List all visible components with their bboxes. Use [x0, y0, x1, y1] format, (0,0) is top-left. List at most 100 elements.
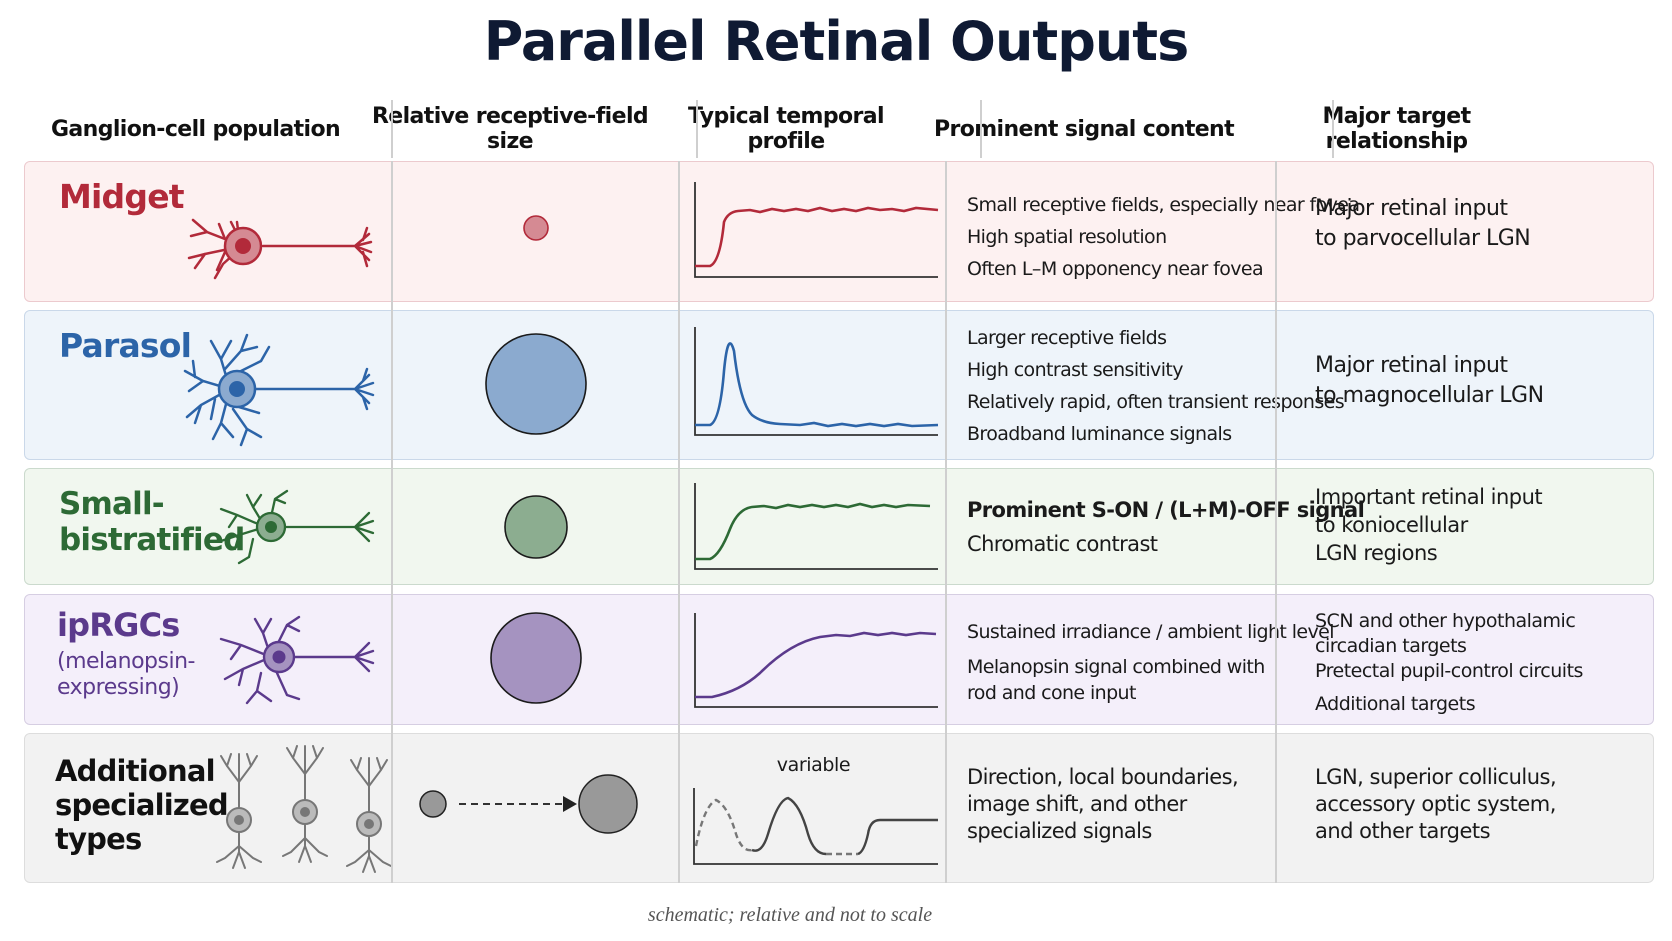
signal-item: Small receptive fields, especially near … [967, 194, 1360, 216]
signal-cell: Prominent S-ON / (L+M)-OFF signal Chroma… [947, 469, 1365, 584]
header-signal: Prominent signal content [933, 116, 1235, 142]
table-row-iprgcs: ipRGCs (melanopsin- expressing) Sustaine… [24, 594, 1654, 725]
column-divider [678, 161, 680, 883]
parasol-neuron-icon [183, 333, 375, 447]
population-name-line: Additional [55, 754, 216, 788]
signal-item: Direction, local boundaries, [967, 765, 1239, 789]
receptive-field-circle [523, 215, 549, 241]
target-item: accessory optic system, [1315, 792, 1556, 816]
header-divider [1332, 100, 1334, 158]
table-row-midget: Midget Small receptive fields, especiall… [24, 161, 1654, 302]
population-subtitle: (melanopsin- expressing) [57, 649, 195, 702]
iprgc-neuron-icon [219, 615, 375, 705]
temporal-profile-plot [694, 613, 938, 708]
target-list: SCN and other hypothalamic circadian tar… [1315, 609, 1583, 717]
target-item: LGN, superior colliculus, [1315, 765, 1557, 789]
population-name: Additional specialized types [55, 754, 229, 856]
signal-item: Prominent S-ON / (L+M)-OFF signal [967, 498, 1365, 522]
signal-item: High contrast sensitivity [967, 359, 1183, 381]
table-row-parasol: Parasol Larger receptive fields High con… [24, 310, 1654, 460]
specialized-neurons-icon [216, 745, 392, 873]
header-divider [391, 100, 393, 158]
temporal-profile-plot [694, 327, 939, 436]
signal-list: Sustained irradiance / ambient light lev… [967, 617, 1335, 706]
temporal-profile-plot [694, 483, 938, 570]
header-divider [980, 100, 982, 158]
signal-list: Prominent S-ON / (L+M)-OFF signal Chroma… [967, 493, 1365, 561]
temporal-profile-plot [694, 182, 939, 278]
receptive-field-circle [504, 495, 568, 559]
population-cell: ipRGCs (melanopsin- expressing) [25, 595, 393, 724]
population-subtitle-line: expressing) [57, 675, 180, 701]
population-name: Parasol [59, 326, 192, 365]
population-cell: Additional specialized types [25, 734, 393, 882]
signal-item: image shift, and other [967, 792, 1187, 816]
signal-item: specialized signals [967, 819, 1152, 843]
signal-item: Broadband luminance signals [967, 423, 1232, 445]
population-name-line: bistratified [59, 521, 245, 558]
header-temporal: Typical temporal profile [688, 104, 885, 154]
target-cell: SCN and other hypothalamic circadian tar… [1277, 595, 1655, 724]
signal-cell: Small receptive fields, especially near … [947, 162, 1360, 301]
target-cell: Major retinal input to parvocellular LGN [1277, 162, 1655, 301]
target-item: and other targets [1315, 819, 1491, 843]
target-item: to parvocellular LGN [1315, 225, 1531, 251]
rf-size-cell [393, 469, 680, 584]
target-item: Pretectal pupil-control circuits [1315, 660, 1583, 682]
population-cell: Small- bistratified [25, 469, 393, 584]
table-header: Ganglion-cell population Relative recept… [24, 100, 1654, 158]
signal-item: Chromatic contrast [967, 532, 1158, 556]
population-name-line: specialized [55, 788, 229, 822]
population-name: ipRGCs [57, 606, 180, 644]
temporal-cell: variable [680, 734, 947, 882]
header-rf-size: Relative receptive-field size [371, 104, 649, 154]
target-item: Major retinal input [1315, 196, 1508, 221]
temporal-cell [680, 595, 947, 724]
target-item: to koniocellular [1315, 513, 1468, 537]
signal-item: Sustained irradiance / ambient light lev… [967, 621, 1335, 643]
population-cell: Midget [25, 162, 393, 301]
target-item: to magnocellular LGN [1315, 382, 1544, 408]
column-divider [391, 161, 393, 883]
target-item: SCN and other hypothalamic [1315, 610, 1576, 632]
population-cell: Parasol [25, 311, 393, 459]
header-population: Ganglion-cell population [50, 116, 341, 142]
target-list: LGN, superior colliculus, accessory opti… [1315, 764, 1557, 845]
signal-list: Small receptive fields, especially near … [967, 189, 1360, 285]
target-cell: LGN, superior colliculus, accessory opti… [1277, 734, 1655, 882]
midget-neuron-icon [187, 218, 373, 280]
page-title: Parallel Retinal Outputs [483, 10, 1190, 73]
signal-item: Larger receptive fields [967, 327, 1167, 349]
target-item: circadian targets [1315, 635, 1467, 657]
target-item: LGN regions [1315, 541, 1438, 565]
rf-size-cell [393, 162, 680, 301]
population-subtitle-line: (melanopsin- [57, 649, 195, 674]
target-list: Major retinal input to magnocellular LGN [1315, 351, 1544, 410]
target-item: Additional targets [1315, 693, 1476, 715]
target-item: Important retinal input [1315, 485, 1543, 509]
receptive-field-circle [485, 333, 587, 435]
large-receptive-field-circle [578, 774, 638, 834]
target-list: Major retinal input to parvocellular LGN [1315, 194, 1531, 253]
small-receptive-field-circle [419, 790, 447, 818]
target-cell: Major retinal input to magnocellular LGN [1277, 311, 1655, 459]
receptive-field-circle [490, 612, 582, 704]
population-name-line: types [55, 822, 142, 856]
temporal-profile-plot [693, 788, 938, 865]
signal-item: Often L–M opponency near fovea [967, 258, 1264, 280]
column-divider [945, 161, 947, 883]
signal-item: Relatively rapid, often transient respon… [967, 391, 1345, 413]
signal-item: High spatial resolution [967, 226, 1167, 248]
target-cell: Important retinal input to koniocellular… [1277, 469, 1655, 584]
header-divider [696, 100, 698, 158]
temporal-cell [680, 311, 947, 459]
target-item: Major retinal input [1315, 353, 1508, 378]
small-bistratified-neuron-icon [219, 489, 375, 565]
signal-cell: Direction, local boundaries, image shift… [947, 734, 1277, 882]
column-divider [1275, 161, 1277, 883]
signal-item: rod and cone input [967, 682, 1136, 704]
rf-size-cell [393, 311, 680, 459]
temporal-cell [680, 162, 947, 301]
signal-cell: Larger receptive fields High contrast se… [947, 311, 1345, 459]
table-row-small-bistratified: Small- bistratified Prominent S-ON / (L+… [24, 468, 1654, 585]
